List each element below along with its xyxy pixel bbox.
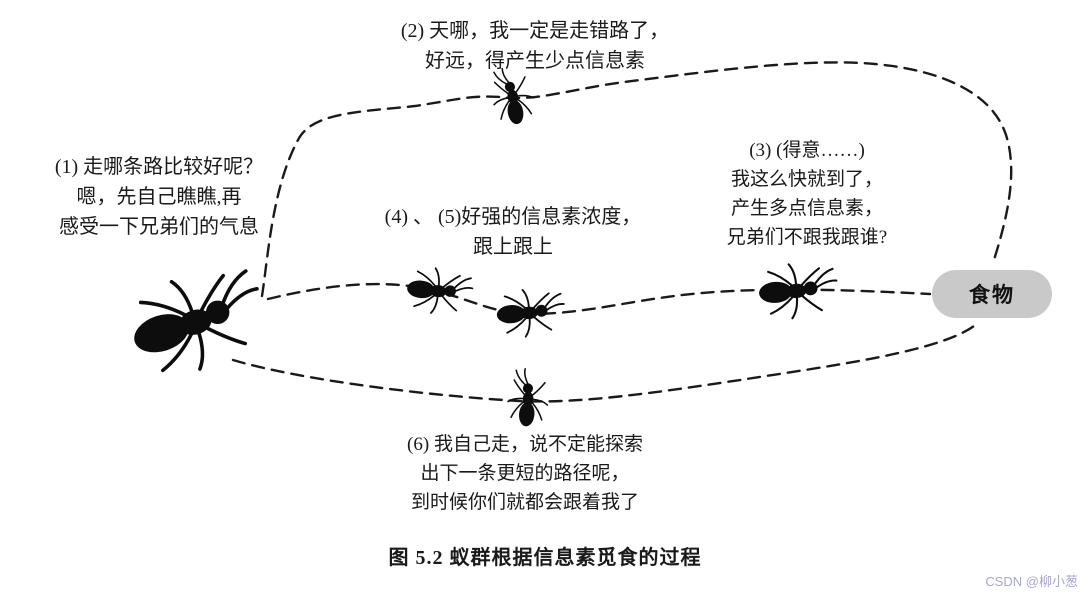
annotation-6-line: (6) 我自己走，说不定能探索 — [407, 434, 643, 455]
annotation-3-line: (3) (得意……) — [749, 140, 865, 161]
route-short-path — [266, 282, 932, 316]
watermark: CSDN @柳小葱 — [985, 574, 1078, 589]
annotation-4-5: (4) 、 (5)好强的信息素浓度， 跟上跟上 — [360, 202, 666, 262]
annotation-3-line: 兄弟们不跟我跟谁? — [726, 227, 888, 248]
annotation-1-line: (1) 走哪条路比较好呢？ — [54, 156, 264, 178]
annotation-2: (2) 天哪，我一定是走错路了， 好远，得产生少点信息素 — [368, 16, 702, 76]
annotation-1: (1) 走哪条路比较好呢？ 嗯，先自己瞧瞧,再 感受一下兄弟们的气息 — [14, 152, 304, 242]
route-explore-path — [231, 324, 976, 403]
annotation-4-5-line: (4) 、 (5)好强的信息素浓度， — [384, 206, 642, 228]
annotation-6-line: 到时候你们就都会跟着我了 — [410, 492, 639, 513]
annotation-1-line: 感受一下兄弟们的气息 — [59, 216, 259, 238]
annotation-3-line: 产生多点信息素， — [730, 198, 883, 219]
figure-caption: 图 5.2 蚁群根据信息素觅食的过程 — [388, 547, 702, 569]
annotation-3-line: 我这么快就到了， — [730, 169, 883, 190]
ant-icon — [403, 264, 476, 318]
annotation-4-5-line: 跟上跟上 — [473, 236, 553, 258]
annotation-6-line: 出下一条更短的路径呢， — [420, 463, 630, 484]
annotation-3: (3) (得意……) 我这么快就到了， 产生多点信息素， 兄弟们不跟我跟谁? — [683, 136, 931, 252]
ant-icon — [505, 366, 552, 429]
food-label: 食物 — [932, 270, 1052, 318]
annotation-2-line: (2) 天哪，我一定是走错路了， — [400, 20, 670, 42]
annotation-2-line: 好远，得产生少点信息素 — [425, 50, 645, 72]
route-long-path — [260, 61, 1013, 298]
annotation-1-line: 嗯，先自己瞧瞧,再 — [76, 186, 242, 208]
annotation-6: (6) 我自己走，说不定能探索 出下一条更短的路径呢， 到时候你们就都会跟着我了 — [362, 430, 688, 517]
